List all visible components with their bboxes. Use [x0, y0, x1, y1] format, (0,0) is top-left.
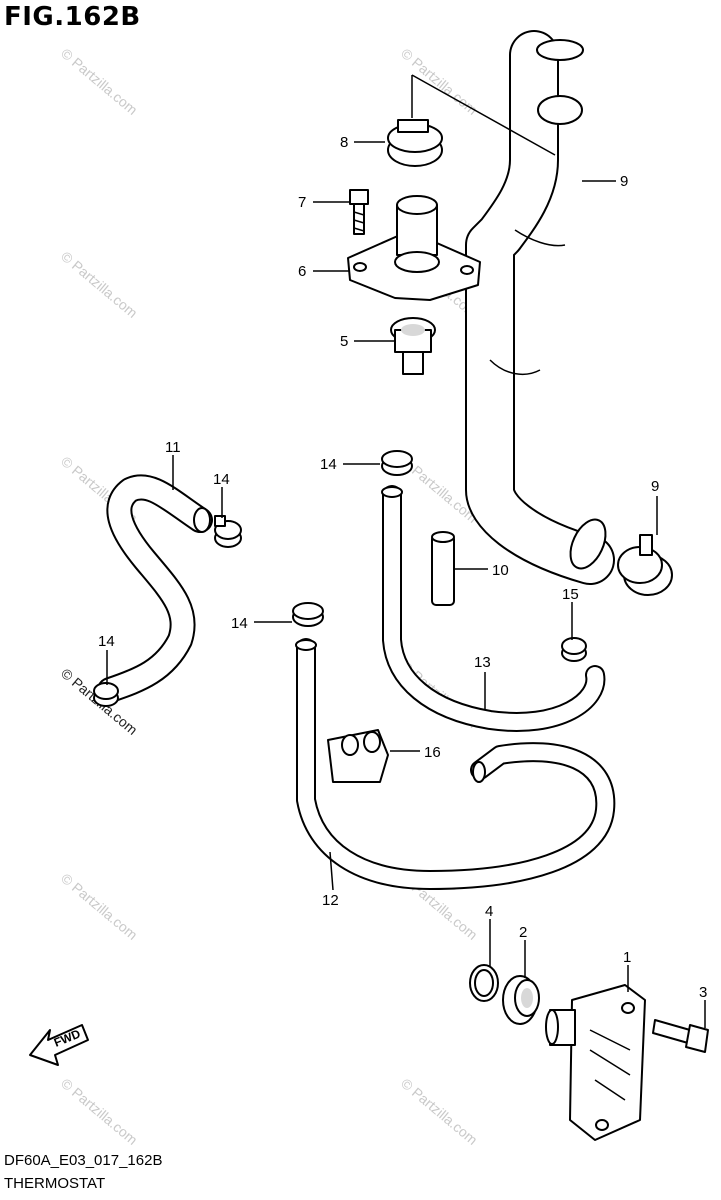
watermark: © Partzilla.com	[58, 248, 141, 321]
part-16-holder	[327, 729, 389, 783]
callout-9: 9	[651, 478, 659, 495]
part-4-o-ring	[469, 964, 499, 1002]
callout-labels: 8 7 6 5 9 11 14 14 9 10 14 15 14 13 16 1…	[98, 134, 707, 1001]
part-13-hose	[381, 485, 606, 732]
callout-12: 12	[322, 892, 339, 909]
callout-14: 14	[231, 615, 248, 632]
part-14-clamp-d	[93, 682, 119, 707]
part-10-tube	[431, 531, 455, 606]
callout-10: 10	[492, 562, 509, 579]
watermark: © Partzilla.com	[58, 870, 141, 943]
callout-13: 13	[474, 654, 491, 671]
watermark: © Partzilla.com	[58, 45, 141, 118]
part-14-clamp-a	[214, 515, 242, 548]
callout-4: 4	[485, 903, 493, 920]
part-8-pipe	[465, 30, 615, 585]
leader-line	[411, 74, 556, 156]
callout-2: 2	[519, 924, 527, 941]
callout-leaders	[106, 141, 706, 1028]
part-14-clamp-b	[381, 450, 413, 476]
part-9-clamp-bottom	[617, 534, 673, 596]
part-7-bolt	[349, 189, 369, 235]
diagram-code: DF60A_E03_017_162B	[4, 1152, 163, 1169]
figure-title: FIG.162B	[4, 2, 141, 32]
callout-1: 1	[623, 949, 631, 966]
callout-3: 3	[699, 984, 707, 1001]
callout-14: 14	[320, 456, 337, 473]
part-2-seal	[502, 975, 540, 1025]
part-1-housing	[545, 984, 646, 1141]
part-9-clamp-top	[387, 119, 443, 167]
callout-6: 6	[298, 263, 306, 280]
part-6-thermostat-cover	[347, 195, 481, 301]
callout-14: 14	[213, 471, 230, 488]
part-5-thermostat	[390, 317, 436, 375]
part-15-clamp	[561, 637, 587, 662]
callout-16: 16	[424, 744, 441, 761]
callout-7: 7	[298, 194, 306, 211]
watermark: © Partzilla.com	[58, 1075, 141, 1148]
callout-8: 9	[620, 173, 628, 190]
callout-11: 11	[165, 439, 181, 456]
callout-9: 8	[340, 134, 348, 151]
fwd-arrow: FWD	[29, 1024, 89, 1066]
part-11-hose	[97, 474, 213, 703]
part-12-hose	[295, 638, 616, 890]
watermark: © Partzilla.com	[398, 1075, 481, 1148]
part-3-bolt	[652, 1019, 709, 1053]
callout-5: 5	[340, 333, 348, 350]
diagram-name: THERMOSTAT	[4, 1175, 106, 1192]
callout-14: 14	[98, 633, 115, 650]
part-14-clamp-c	[292, 602, 324, 627]
callout-15: 15	[562, 586, 579, 603]
